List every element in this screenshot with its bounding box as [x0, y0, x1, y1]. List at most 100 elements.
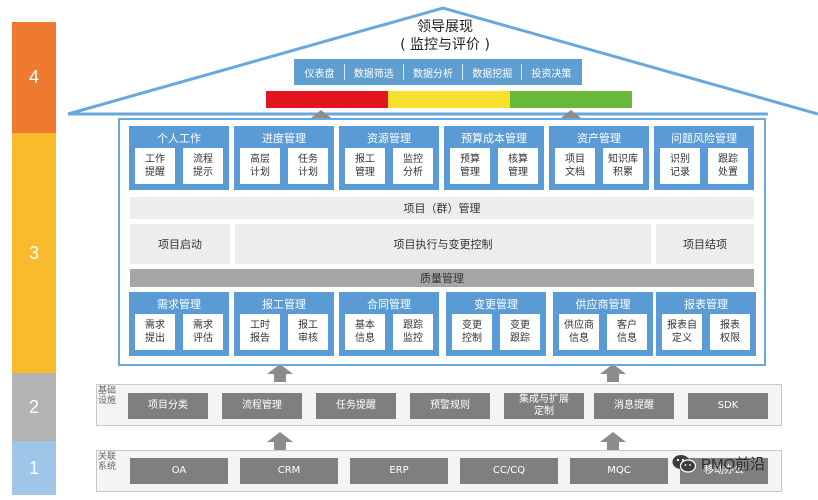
phase-execute[interactable]: 项目执行与变更控制 [235, 224, 651, 264]
module-report[interactable]: 报表管理 报表自 定义 报表 权限 [656, 292, 756, 356]
module-item[interactable]: 客户 信息 [607, 314, 647, 350]
module-item[interactable]: 报工 管理 [345, 148, 385, 184]
foundation-item[interactable]: 消息提醒 [594, 393, 674, 419]
module-item[interactable]: 高层 计划 [240, 148, 280, 184]
divider [343, 64, 345, 80]
module-timesheet[interactable]: 报工管理 工时 报告 报工 审核 [234, 292, 334, 356]
module-item[interactable]: 项目 文档 [555, 148, 595, 184]
module-item-label: 报表 权限 [720, 320, 740, 344]
module-item[interactable]: 供应商 信息 [559, 314, 599, 350]
related-systems-label: 关联系统 [98, 452, 117, 472]
module-item[interactable]: 变更 跟踪 [500, 314, 540, 350]
foundation-item[interactable]: 集成与扩展 定制 [504, 393, 584, 419]
level-4: 4 [12, 22, 56, 133]
module-schedule[interactable]: 进度管理 高层 计划 任务 计划 [234, 126, 334, 190]
related-system[interactable]: CRM [240, 458, 338, 484]
module-contract[interactable]: 合同管理 基本 信息 跟踪 监控 [339, 292, 439, 356]
arrow-up-icon [600, 364, 626, 382]
module-item[interactable]: 跟踪 处置 [708, 148, 748, 184]
brand-name: PMO前沿 [701, 456, 766, 473]
level-2-label: 2 [28, 396, 39, 417]
module-item[interactable]: 监控 分析 [393, 148, 433, 184]
module-asset[interactable]: 资产管理 项目 文档 知识库 积累 [549, 126, 649, 190]
project-group-label: 项目（群）管理 [403, 202, 481, 215]
module-item[interactable]: 识别 记录 [660, 148, 700, 184]
phase-start-label: 项目启动 [158, 238, 202, 251]
module-item[interactable]: 需求 提出 [135, 314, 175, 350]
tool-data-mining[interactable]: 数据挖掘 [472, 68, 513, 80]
related-system[interactable]: MQC [570, 458, 668, 484]
quality-label: 质量管理 [420, 272, 464, 285]
foundation-item-label: 流程管理 [242, 400, 282, 411]
foundation-item[interactable]: 预警规则 [410, 393, 490, 419]
project-group-band: 项目（群）管理 [130, 197, 754, 219]
module-item-label: 流程 提示 [193, 154, 213, 178]
level-4-label: 4 [28, 67, 39, 87]
module-item[interactable]: 基本 信息 [345, 314, 385, 350]
module-title: 报工管理 [262, 298, 306, 311]
related-system-label: OA [171, 465, 187, 476]
module-budget-cost[interactable]: 预算成本管理 预算 管理 核算 管理 [444, 126, 544, 190]
module-title: 资产管理 [577, 132, 621, 145]
arrow-up-icon [267, 432, 293, 450]
module-item[interactable]: 知识库 积累 [603, 148, 643, 184]
phase-close[interactable]: 项目结项 [656, 224, 754, 264]
module-item[interactable]: 预算 管理 [450, 148, 490, 184]
foundation-item[interactable]: 流程管理 [222, 393, 302, 419]
foundation-item[interactable]: 任务提醒 [316, 393, 396, 419]
rag-red [266, 91, 388, 108]
module-item-label: 供应商 信息 [564, 320, 594, 344]
related-system[interactable]: CC/CQ [460, 458, 558, 484]
phase-execute-label: 项目执行与变更控制 [393, 238, 493, 251]
phase-start[interactable]: 项目启动 [130, 224, 230, 264]
module-item-label: 变更 控制 [462, 320, 482, 344]
arrow-up-icon [267, 364, 293, 382]
level-1-label: 1 [28, 457, 39, 478]
module-item-label: 跟踪 监控 [403, 320, 423, 344]
module-item-label: 识别 记录 [670, 154, 690, 178]
module-title: 进度管理 [262, 132, 306, 145]
related-system[interactable]: ERP [350, 458, 448, 484]
tool-dashboard[interactable]: 仪表盘 [304, 68, 335, 80]
module-item[interactable]: 报表 权限 [710, 314, 750, 350]
module-item[interactable]: 任务 计划 [288, 148, 328, 184]
related-system-label: MQC [607, 465, 631, 476]
roof-subtitle: ( 监控与评价 ) [400, 37, 490, 53]
module-requirement[interactable]: 需求管理 需求 提出 需求 评估 [129, 292, 229, 356]
module-item-label: 报工 管理 [355, 154, 375, 178]
related-system-label: ERP [389, 465, 409, 476]
tool-data-filter[interactable]: 数据筛选 [353, 68, 394, 80]
module-item[interactable]: 变更 控制 [452, 314, 492, 350]
module-item-label: 跟踪 处置 [718, 154, 738, 178]
module-item-label: 高层 计划 [250, 154, 270, 178]
module-supplier[interactable]: 供应商管理 供应商 信息 客户 信息 [553, 292, 653, 356]
level-3: 3 [12, 133, 56, 373]
module-item[interactable]: 核算 管理 [498, 148, 538, 184]
tool-investment-decision[interactable]: 投资决策 [531, 68, 572, 80]
tool-data-analysis[interactable]: 数据分析 [412, 68, 453, 80]
module-item-label: 客户 信息 [617, 320, 637, 344]
module-title: 供应商管理 [575, 298, 631, 311]
module-item[interactable]: 需求 评估 [183, 314, 223, 350]
module-item[interactable]: 流程 提示 [183, 148, 223, 184]
module-item[interactable]: 报工 审核 [288, 314, 328, 350]
module-item-label: 需求 评估 [193, 320, 213, 344]
roof-title: 领导展现 [417, 19, 473, 35]
module-item[interactable]: 报表自 定义 [662, 314, 702, 350]
module-item[interactable]: 工时 报告 [240, 314, 280, 350]
level-3-label: 3 [28, 242, 39, 263]
module-issue-risk[interactable]: 问题风险管理 识别 记录 跟踪 处置 [654, 126, 754, 190]
module-item-label: 工作 提醒 [145, 154, 165, 178]
module-title: 问题风险管理 [671, 132, 737, 145]
module-personal-work[interactable]: 个人工作 工作 提醒 流程 提示 [129, 126, 229, 190]
foundation-item[interactable]: SDK [688, 393, 768, 419]
module-item-label: 基本 信息 [355, 320, 375, 344]
module-change[interactable]: 变更管理 变更 控制 变更 跟踪 [446, 292, 546, 356]
module-item[interactable]: 工作 提醒 [135, 148, 175, 184]
foundation-item[interactable]: 项目分类 [128, 393, 208, 419]
related-system[interactable]: OA [130, 458, 228, 484]
module-item[interactable]: 跟踪 监控 [393, 314, 433, 350]
arrow-group-related [267, 432, 626, 450]
module-resource[interactable]: 资源管理 报工 管理 监控 分析 [339, 126, 439, 190]
divider [462, 64, 464, 80]
